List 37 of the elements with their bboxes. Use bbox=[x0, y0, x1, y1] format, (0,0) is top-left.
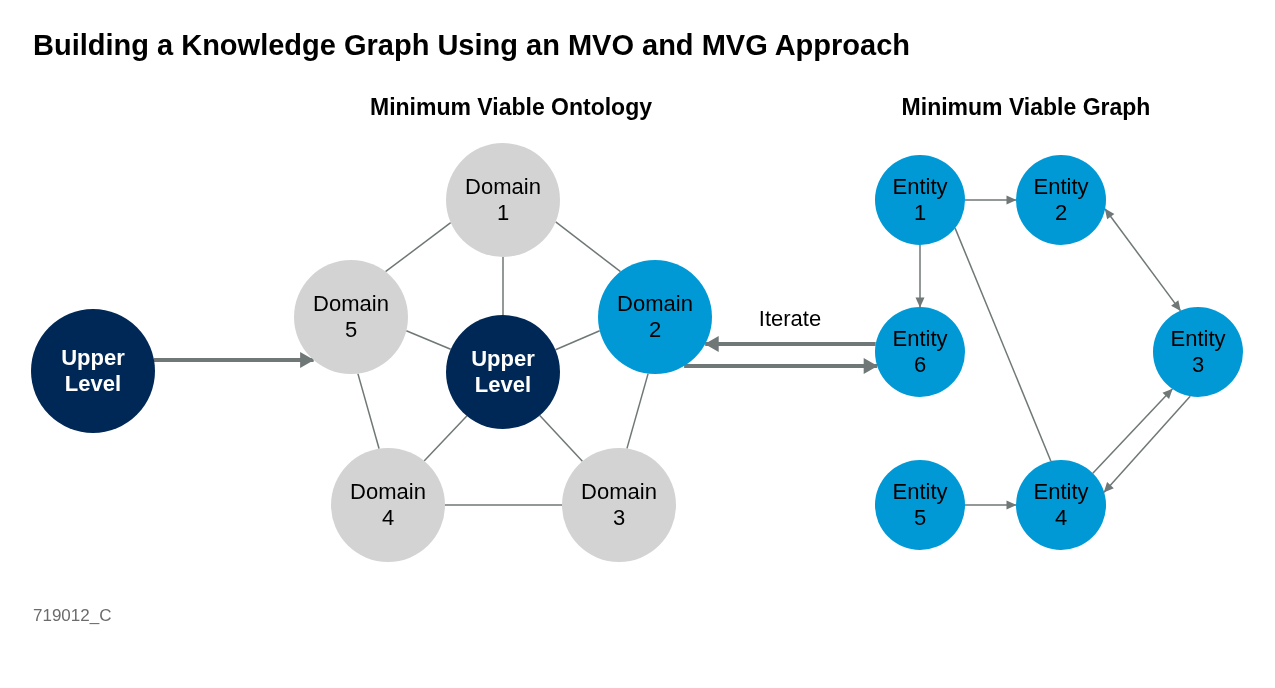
arrow bbox=[1092, 388, 1174, 474]
connector-line bbox=[444, 504, 563, 506]
node-label: Entity 1 bbox=[892, 174, 948, 226]
node-label: Domain 1 bbox=[465, 174, 541, 226]
figure-id-note: 719012_C bbox=[33, 606, 112, 626]
node-label: Entity 2 bbox=[1033, 174, 1089, 226]
section-heading: Minimum Viable Ontology bbox=[370, 93, 652, 121]
connector-line bbox=[423, 415, 468, 462]
connector-line bbox=[384, 221, 452, 273]
diagram-title: Building a Knowledge Graph Using an MVO and MVG Approach bbox=[33, 29, 911, 61]
arrow bbox=[154, 352, 315, 368]
connector-line bbox=[554, 221, 622, 273]
node-label: Domain 4 bbox=[350, 479, 426, 531]
connector-line bbox=[626, 372, 649, 450]
node-label: Entity 6 bbox=[892, 326, 948, 378]
connector-line bbox=[539, 414, 584, 463]
connector-line bbox=[502, 256, 504, 316]
node-label: Upper Level bbox=[61, 345, 125, 397]
node-label: Domain 2 bbox=[617, 291, 693, 343]
arrow bbox=[964, 500, 1017, 510]
double-arrow bbox=[1104, 208, 1182, 312]
arrow bbox=[684, 358, 878, 374]
connector-line bbox=[405, 330, 452, 351]
connector-line bbox=[954, 227, 1052, 462]
section-heading: Minimum Viable Graph bbox=[901, 93, 1151, 121]
connector-line bbox=[357, 372, 380, 450]
arrow bbox=[704, 336, 876, 352]
node-label: Upper Level bbox=[471, 346, 535, 398]
node-label: Entity 5 bbox=[892, 479, 948, 531]
node-label: Domain 3 bbox=[581, 479, 657, 531]
arrow bbox=[1103, 395, 1191, 493]
node-label: Entity 4 bbox=[1033, 479, 1089, 531]
connector-line bbox=[554, 330, 601, 351]
node-label: Domain 5 bbox=[313, 291, 389, 343]
node-label: Entity 3 bbox=[1170, 326, 1226, 378]
arrow bbox=[915, 244, 925, 308]
arrow bbox=[964, 195, 1017, 205]
